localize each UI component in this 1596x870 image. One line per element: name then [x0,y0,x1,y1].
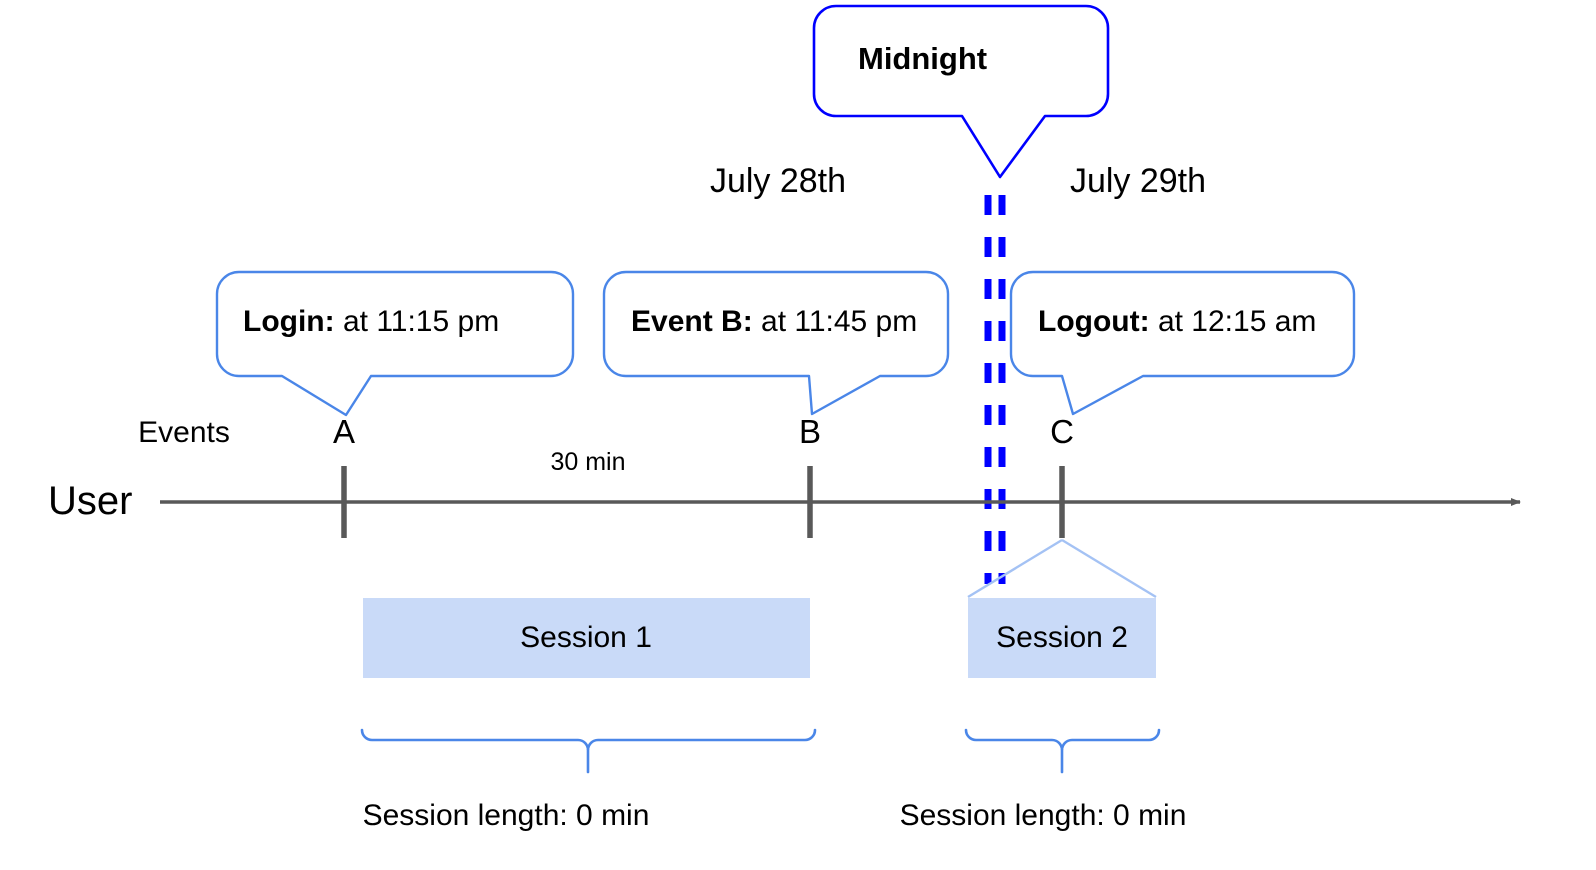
event-marker-b-label: B [798,413,822,450]
session-bars [363,598,1156,678]
callout-event-b-text: Event B: at 11:45 pm [631,307,917,337]
event-marker-c-label: C [1050,413,1074,450]
session-1-length-label: Session length: 0 min [362,799,650,832]
callout-login-rest: at 11:15 pm [334,305,500,338]
callout-event-b-rest: at 11:45 pm [752,305,918,338]
session-1-bar [363,598,810,678]
callout-logout-bold: Logout: [1038,305,1150,338]
midnight-label: Midnight [858,41,988,76]
date-july-29-label: July 29th [1069,162,1207,200]
callout-logout-text: Logout: at 12:15 am [1038,307,1316,337]
callout-logout-shape [1009,270,1356,416]
gap-duration-label: 30 min [550,448,626,476]
session-2-length-label: Session length: 0 min [899,799,1187,832]
session-2-label: Session 2 [996,621,1128,654]
date-july-28-label: July 28th [709,162,847,200]
event-marker-a-label: A [332,413,356,450]
callout-login-text: Login: at 11:15 pm [243,307,499,337]
callout-login-bold: Login: [243,305,335,338]
session-2-brace [964,728,1161,774]
timeline-axis [160,466,1521,538]
session-1-label: Session 1 [520,621,652,654]
midnight-dashed-lines [984,195,1006,584]
midnight-callout-shape [812,4,1110,179]
callout-logout-rest: at 12:15 am [1149,305,1317,338]
session-1-brace [360,728,817,774]
events-row-label: Events [138,416,230,449]
user-row-label: User [48,479,133,523]
callout-login-shape [215,270,575,417]
callout-event-b-shape [602,270,950,416]
callout-event-b-bold: Event B: [631,305,753,338]
session-2-bar [968,598,1156,678]
session-2-leader-lines [967,538,1157,599]
